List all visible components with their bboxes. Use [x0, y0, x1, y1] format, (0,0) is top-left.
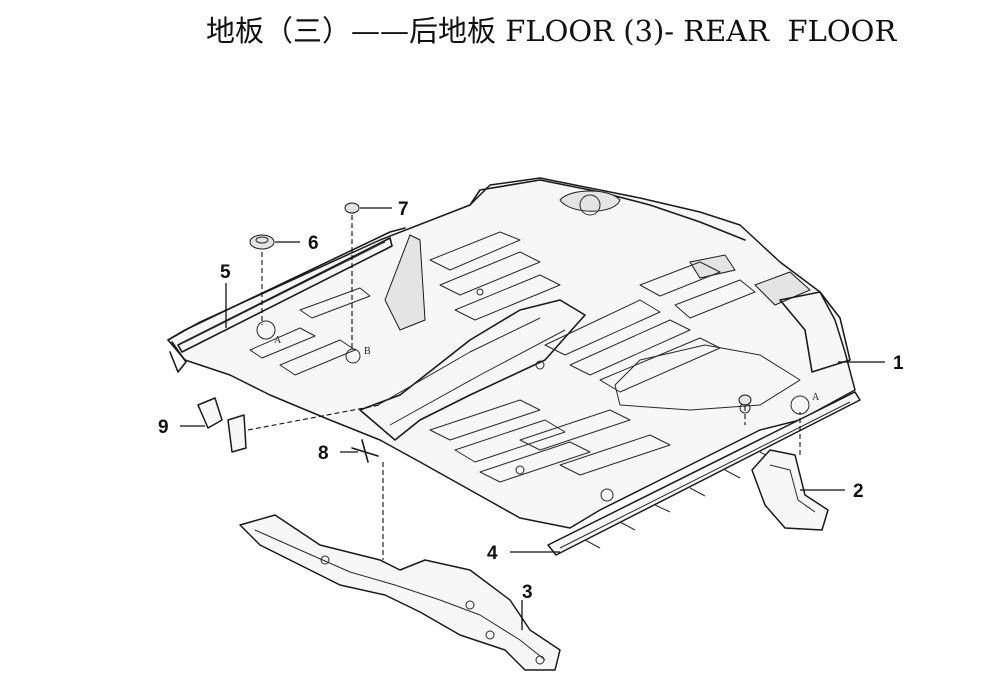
plug-part-6: [249, 234, 275, 250]
callout-3: 3: [522, 582, 533, 603]
mark-a-right: A: [812, 392, 820, 403]
callout-8: 8: [318, 443, 329, 464]
grommet-part-8-b: [738, 394, 752, 406]
bracket-part-2: [751, 449, 829, 531]
mark-a-left: A: [274, 335, 282, 346]
plug-part-7: [344, 202, 360, 214]
assembly-line-9: [247, 404, 381, 431]
callout-1: 1: [893, 353, 904, 374]
clip-part-8: [351, 439, 379, 463]
callout-7: 7: [398, 199, 409, 220]
callout-9: 9: [158, 417, 169, 438]
bracket-part-9: [197, 397, 247, 453]
callout-6: 6: [308, 233, 319, 254]
callout-5: 5: [220, 262, 231, 283]
rear-floor-panel: [167, 177, 856, 529]
diagram-title: 地板（三）——后地板 FLOOR (3)- REAR FLOOR: [206, 14, 897, 48]
callout-4: 4: [487, 543, 498, 564]
crossmember-part-3: [239, 514, 561, 671]
callout-2: 2: [853, 481, 864, 502]
mark-b: B: [364, 346, 371, 357]
